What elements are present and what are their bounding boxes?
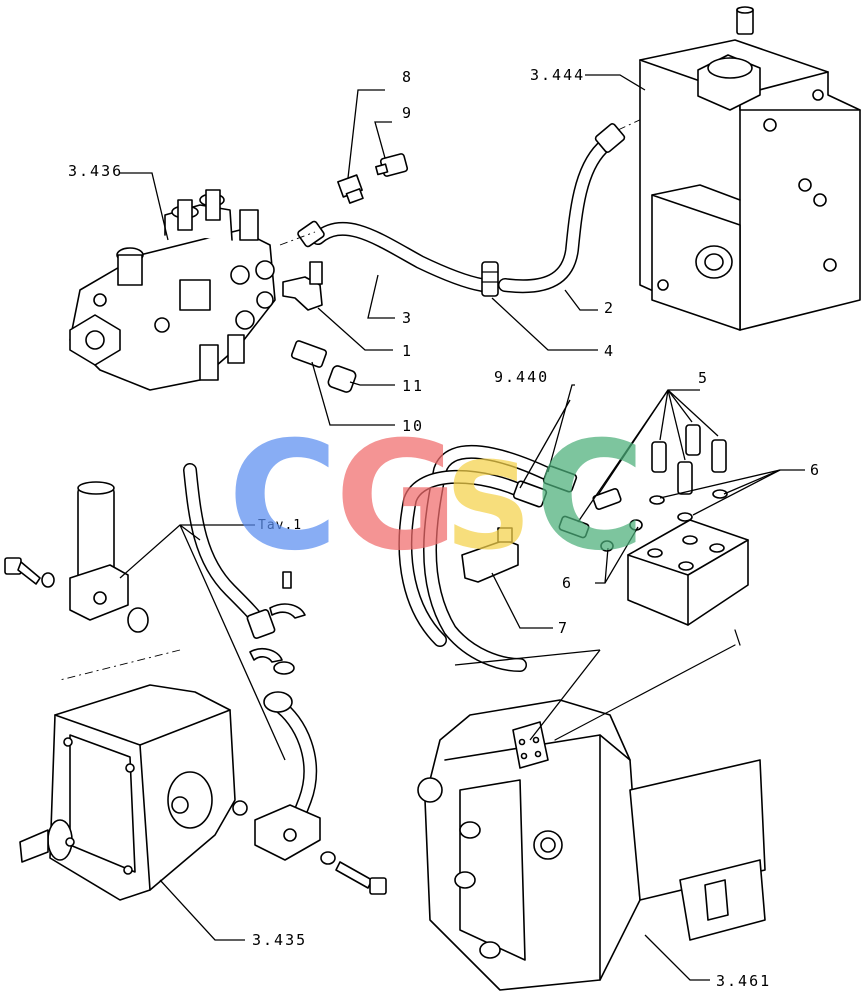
callout-labels: 8 9 3.436 3.444 3 2 1 4 11 10 9.440 5 6 … xyxy=(68,66,821,990)
callout-9: 9 xyxy=(402,104,413,122)
callout-11: 11 xyxy=(402,377,424,395)
assembly-axis-2 xyxy=(279,231,316,246)
callout-9-440: 9.440 xyxy=(494,368,549,386)
callout-6-lower: 6 xyxy=(562,574,573,592)
callout-3-436: 3.436 xyxy=(68,162,123,180)
hose-tav1 xyxy=(183,463,306,675)
callout-3-444: 3.444 xyxy=(530,66,585,84)
hydraulic-pump xyxy=(19,684,248,901)
elbow-fitting-1 xyxy=(282,261,323,311)
hoses-9-440 xyxy=(398,444,578,672)
cgsc-watermark: C G S C xyxy=(228,410,645,584)
callout-5: 5 xyxy=(698,369,709,387)
callout-1: 1 xyxy=(402,342,413,360)
fitting-8 xyxy=(337,174,364,204)
fittings-5 xyxy=(558,424,727,539)
suction-flange xyxy=(69,481,149,633)
callout-10: 10 xyxy=(402,417,424,435)
bolt-left xyxy=(4,557,55,588)
bracket-7 xyxy=(461,527,519,583)
pressure-pipe xyxy=(254,691,321,861)
cap-11 xyxy=(327,365,357,393)
callout-4: 4 xyxy=(604,342,615,360)
callout-2: 2 xyxy=(604,299,615,317)
callout-8: 8 xyxy=(402,68,413,86)
watermark-letter-c2: C xyxy=(535,410,645,584)
reservoir-assembly xyxy=(639,6,861,331)
callout-7: 7 xyxy=(558,619,569,637)
watermark-letter-s: S xyxy=(445,438,531,577)
tube-2 xyxy=(498,123,626,294)
callout-3-461: 3.461 xyxy=(716,972,771,990)
rear-axle-housing xyxy=(417,699,766,991)
assembly-axis-3 xyxy=(59,649,181,681)
callout-6-right: 6 xyxy=(810,461,821,479)
control-valve xyxy=(69,189,276,391)
bolt-right xyxy=(320,851,387,895)
callout-3: 3 xyxy=(402,309,413,327)
hose-3 xyxy=(297,220,489,292)
distribution-block xyxy=(627,519,749,626)
leader-lines xyxy=(119,74,805,981)
fitting-9 xyxy=(375,153,409,177)
adapter-10 xyxy=(290,340,328,368)
callout-tav1: Tav.1 xyxy=(258,518,302,533)
callout-3-435: 3.435 xyxy=(252,931,307,949)
hose-clamp-4 xyxy=(481,261,499,297)
watermark-letter-c1: C xyxy=(228,410,338,584)
watermark-letter-g: G xyxy=(335,410,458,584)
